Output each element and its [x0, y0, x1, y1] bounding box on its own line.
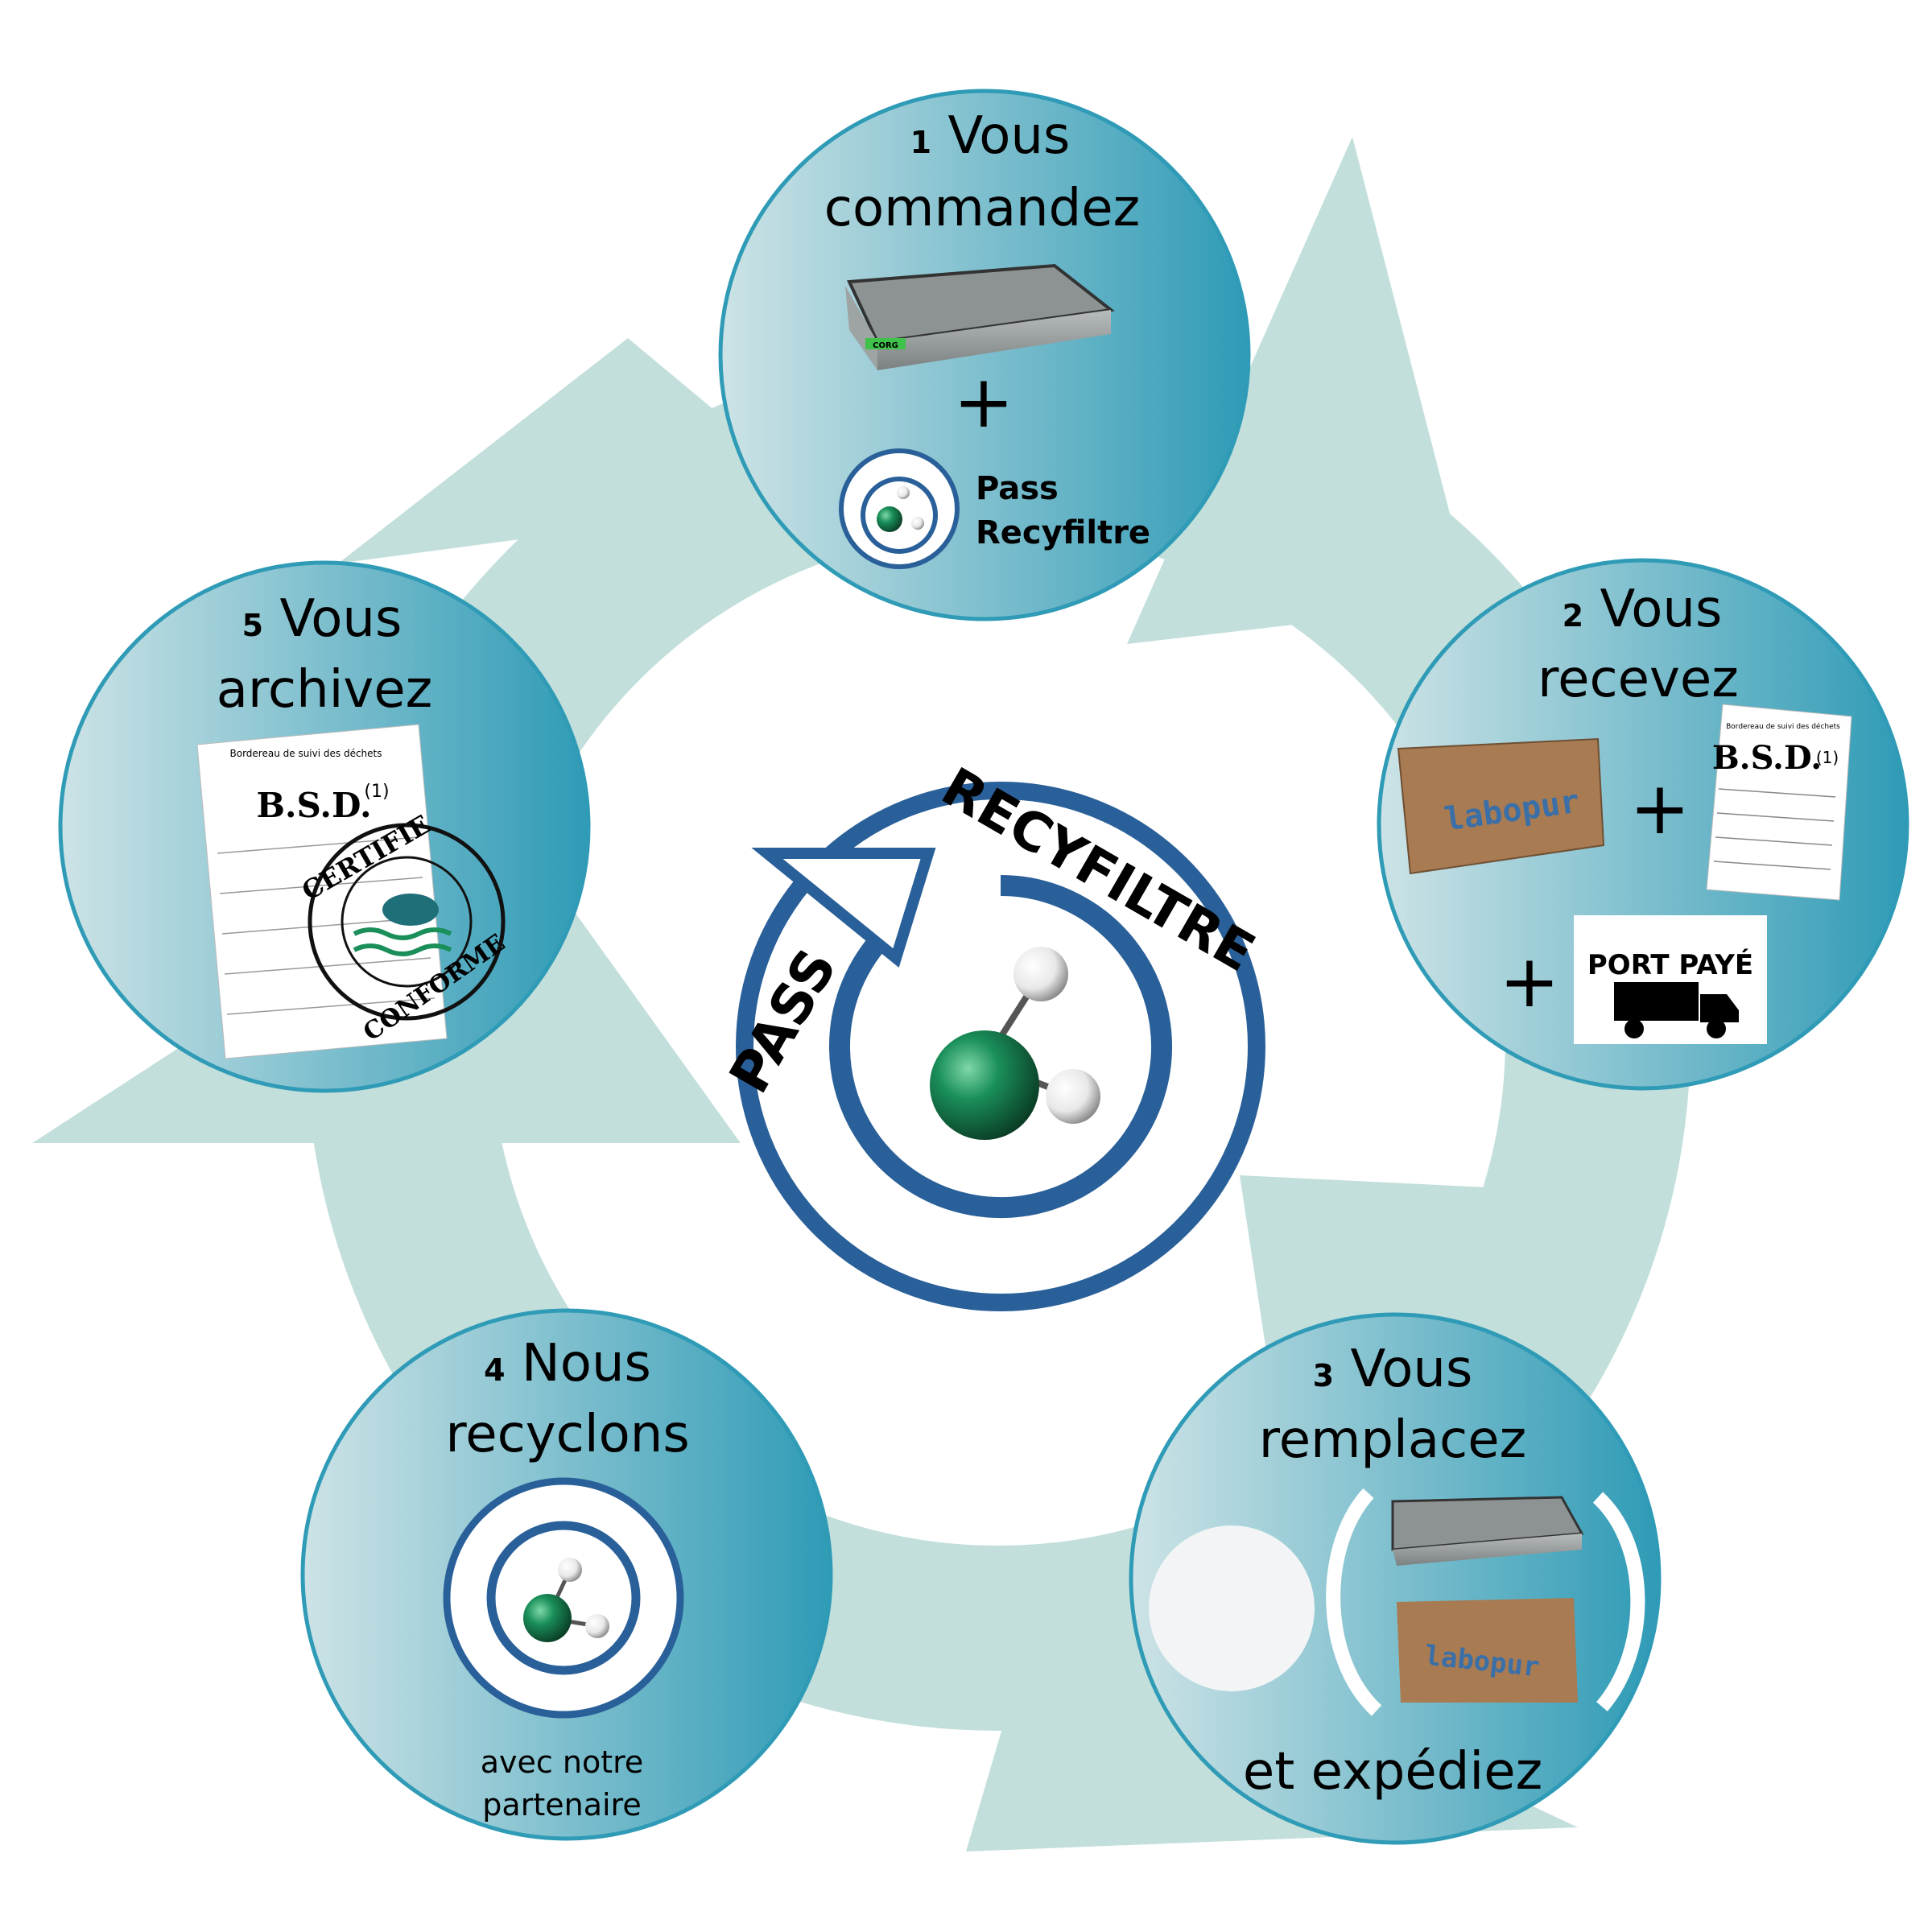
- step-number: 4: [484, 1352, 505, 1388]
- step-footer-line1: avec notre: [481, 1744, 644, 1780]
- svg-text:3 Vous: 3 Vous: [1313, 1340, 1473, 1399]
- step-3-replace: 3 Vous remplacez labopur et expédiez: [1129, 1312, 1662, 1845]
- step-title-line2: archivez: [217, 660, 433, 720]
- step-title-line1: Vous: [947, 106, 1070, 166]
- step-title-line2: commandez: [824, 179, 1140, 238]
- step-2-receive: 2 Vous recevez labopur + Bordereau de su…: [1377, 558, 1909, 1091]
- bsd-document: Bordereau de suivi des déchets B.S.D. (1…: [1706, 704, 1852, 901]
- step-footer: et expédiez: [1243, 1742, 1542, 1802]
- pass-recyfiltre-medium-logo: [443, 1477, 684, 1719]
- filter-label: CORG: [873, 341, 898, 350]
- pass-recyfiltre-logo: PASS RECYFILTRE: [718, 756, 1265, 1311]
- logo-inner-arrow: [829, 875, 1172, 1218]
- molecule-white-atom: [1046, 1069, 1100, 1124]
- step-footer-line2: partenaire: [482, 1787, 641, 1823]
- svg-text:B.S.D.: B.S.D.: [256, 786, 371, 825]
- logo-arrow-head: [751, 848, 936, 968]
- step-title-line2: remplacez: [1259, 1410, 1526, 1470]
- step-number: 1: [910, 125, 931, 160]
- step-title-line1: Nous: [522, 1334, 651, 1393]
- exchange-arrow-right: [1592, 1492, 1645, 1711]
- exchange-arrow-left: [1326, 1488, 1382, 1716]
- pass-label-line1: Pass: [976, 470, 1059, 507]
- truck-icon: [1614, 982, 1699, 1021]
- step-title-line1: Vous: [279, 589, 402, 649]
- labopur-box: labopur: [1397, 1598, 1578, 1703]
- svg-text:2 Vous: 2 Vous: [1563, 580, 1723, 639]
- plus-sign: +: [1499, 939, 1559, 1024]
- bsd-document: Bordereau de suivi des déchets B.S.D. (1…: [196, 724, 448, 1059]
- svg-text:PORT PAYÉ: PORT PAYÉ: [1587, 948, 1753, 981]
- molecule-white-atom: [1013, 947, 1068, 1001]
- port-paye-label: PORT PAYÉ: [1574, 915, 1767, 1044]
- step-4-recycle: 4 Nous recyclons avec notre partenaire: [300, 1308, 833, 1841]
- step-number: 2: [1563, 598, 1583, 634]
- pass-recyfiltre-small-logo: [839, 448, 960, 569]
- step-5-archive: 5 Vous archivez Bordereau de suivi des d…: [58, 560, 591, 1093]
- arrow-head-right: [1127, 137, 1473, 644]
- step-1-order: 1 Vous commandez CORG + Pass Recyfiltre: [718, 89, 1251, 621]
- step-title-line1: Vous: [1350, 1340, 1472, 1399]
- svg-text:Bordereau de suivi des déchets: Bordereau de suivi des déchets: [230, 748, 382, 759]
- svg-text:B.S.D.: B.S.D.: [1712, 739, 1822, 777]
- labopur-box: labopur: [1397, 737, 1605, 875]
- plus-sign: +: [953, 360, 1013, 444]
- step-number: 5: [242, 608, 263, 643]
- step-number: 3: [1313, 1358, 1334, 1393]
- filter-image: [1391, 1496, 1584, 1566]
- svg-text:(1): (1): [1816, 748, 1839, 767]
- step-title-line2: recyclons: [445, 1405, 689, 1464]
- svg-text:4 Nous: 4 Nous: [484, 1334, 651, 1393]
- technician-photo: [1149, 1525, 1315, 1691]
- svg-text:1 Vous: 1 Vous: [910, 106, 1071, 166]
- step-title-line1: Vous: [1600, 580, 1722, 639]
- arrow-head-top-left: [338, 338, 821, 564]
- pass-label-line2: Recyfiltre: [976, 514, 1150, 551]
- molecule-green-atom: [930, 1030, 1039, 1140]
- svg-text:Bordereau de suivi des déchets: Bordereau de suivi des déchets: [1726, 722, 1840, 731]
- filter-image: CORG: [845, 263, 1115, 370]
- plus-sign: +: [1629, 766, 1690, 851]
- svg-text:(1): (1): [364, 782, 389, 802]
- svg-text:5 Vous: 5 Vous: [242, 589, 402, 649]
- step-title-line2: recevez: [1538, 650, 1739, 709]
